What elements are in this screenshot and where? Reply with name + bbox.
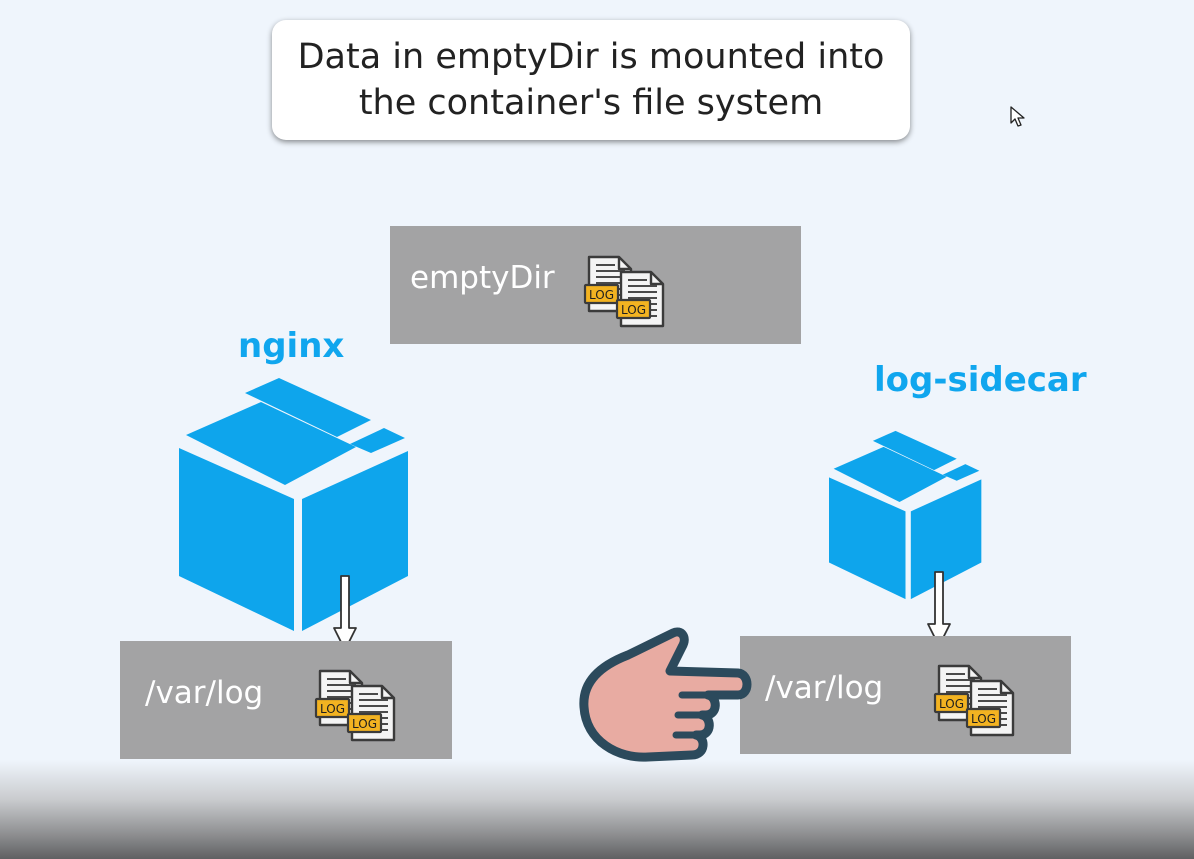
mouse-cursor-icon — [1010, 106, 1025, 127]
bottom-fade — [0, 760, 1194, 859]
emptydir-box: emptyDir LOG LOG — [390, 226, 801, 344]
log-sidecar-mount-arrow-icon — [927, 571, 951, 647]
log-sidecar-title: log-sidecar — [874, 360, 1087, 400]
caption-box: Data in emptyDir is mounted into the con… — [272, 20, 910, 140]
nginx-title: nginx — [238, 326, 345, 366]
pointing-hand-icon — [579, 627, 752, 762]
log-sidecar-mount-path: /var/log — [765, 670, 884, 706]
log-badge-label: LOG — [939, 697, 964, 711]
log-sidecar-container-cube-icon — [829, 430, 982, 600]
log-badge-label: LOG — [621, 303, 646, 317]
caption-line-1: Data in emptyDir is mounted into — [297, 37, 885, 77]
caption-line-2: the container's file system — [358, 83, 824, 123]
log-badge-label: LOG — [971, 712, 996, 726]
nginx-varlog-box: /var/log LOG LOG — [120, 641, 452, 759]
log-sidecar-varlog-box: /var/log LOG LOG — [740, 636, 1071, 754]
log-badge-label: LOG — [589, 288, 614, 302]
log-badge-label: LOG — [320, 702, 345, 716]
nginx-mount-path: /var/log — [145, 675, 264, 711]
log-files-icon: LOG LOG — [314, 669, 396, 742]
log-files-icon: LOG LOG — [583, 255, 665, 328]
emptydir-label: emptyDir — [410, 260, 555, 296]
nginx-container-cube-icon — [179, 378, 408, 631]
log-badge-label: LOG — [352, 717, 377, 731]
nginx-mount-arrow-icon — [333, 575, 357, 651]
log-files-icon: LOG LOG — [933, 664, 1015, 737]
